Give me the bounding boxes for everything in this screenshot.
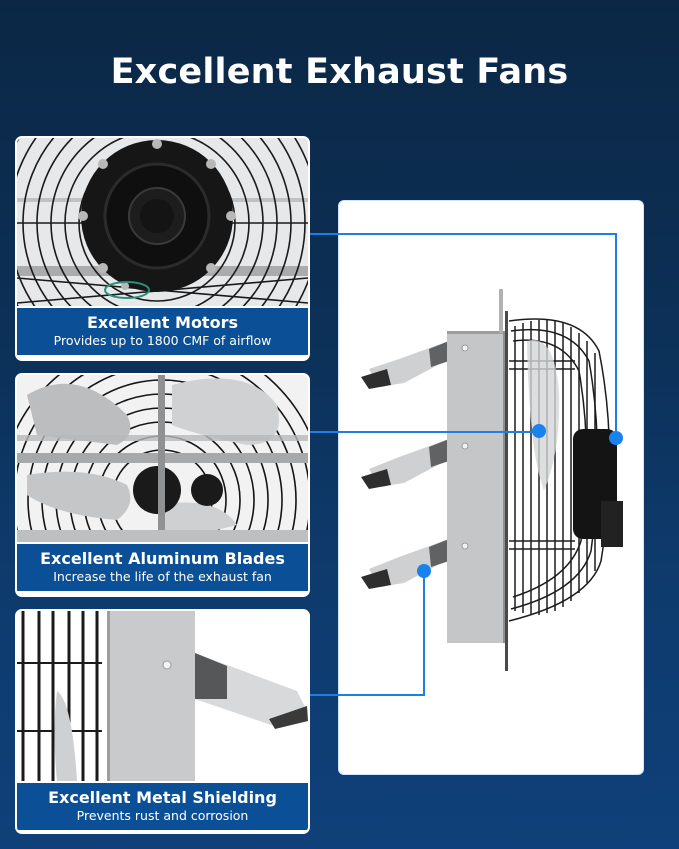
feature-title: Excellent Motors xyxy=(87,313,238,332)
feature-caption: Excellent Metal Shielding Prevents rust … xyxy=(17,781,308,830)
callout-dot-motor xyxy=(609,431,623,445)
main-product-panel xyxy=(338,200,644,775)
callout-line-blades-h xyxy=(310,431,539,433)
callout-line-motor-h xyxy=(310,233,617,235)
exhaust-fan-side-view-photo xyxy=(361,289,623,671)
feature-caption: Excellent Motors Provides up to 1800 CMF… xyxy=(17,306,308,355)
callout-line-shutter-v xyxy=(423,571,425,696)
aluminum-blades-closeup-photo xyxy=(17,375,308,542)
feature-subtitle: Increase the life of the exhaust fan xyxy=(53,569,272,584)
feature-subtitle: Prevents rust and corrosion xyxy=(76,808,249,823)
feature-subtitle: Provides up to 1800 CMF of airflow xyxy=(53,333,272,348)
page-title: Excellent Exhaust Fans xyxy=(110,52,569,92)
feature-title: Excellent Metal Shielding xyxy=(48,788,277,807)
metal-shield-closeup-photo xyxy=(17,611,308,781)
feature-card-aluminum-blades: Excellent Aluminum Blades Increase the l… xyxy=(15,373,310,597)
callout-dot-shutter xyxy=(417,564,431,578)
feature-title: Excellent Aluminum Blades xyxy=(40,549,285,568)
feature-card-metal-shielding: Excellent Metal Shielding Prevents rust … xyxy=(15,609,310,834)
callout-line-shutter-h xyxy=(310,694,425,696)
feature-card-motors: Excellent Motors Provides up to 1800 CMF… xyxy=(15,136,310,361)
feature-caption: Excellent Aluminum Blades Increase the l… xyxy=(17,542,308,591)
motor-closeup-photo xyxy=(17,138,308,306)
callout-dot-blades xyxy=(532,424,546,438)
callout-line-motor-v xyxy=(615,233,617,438)
